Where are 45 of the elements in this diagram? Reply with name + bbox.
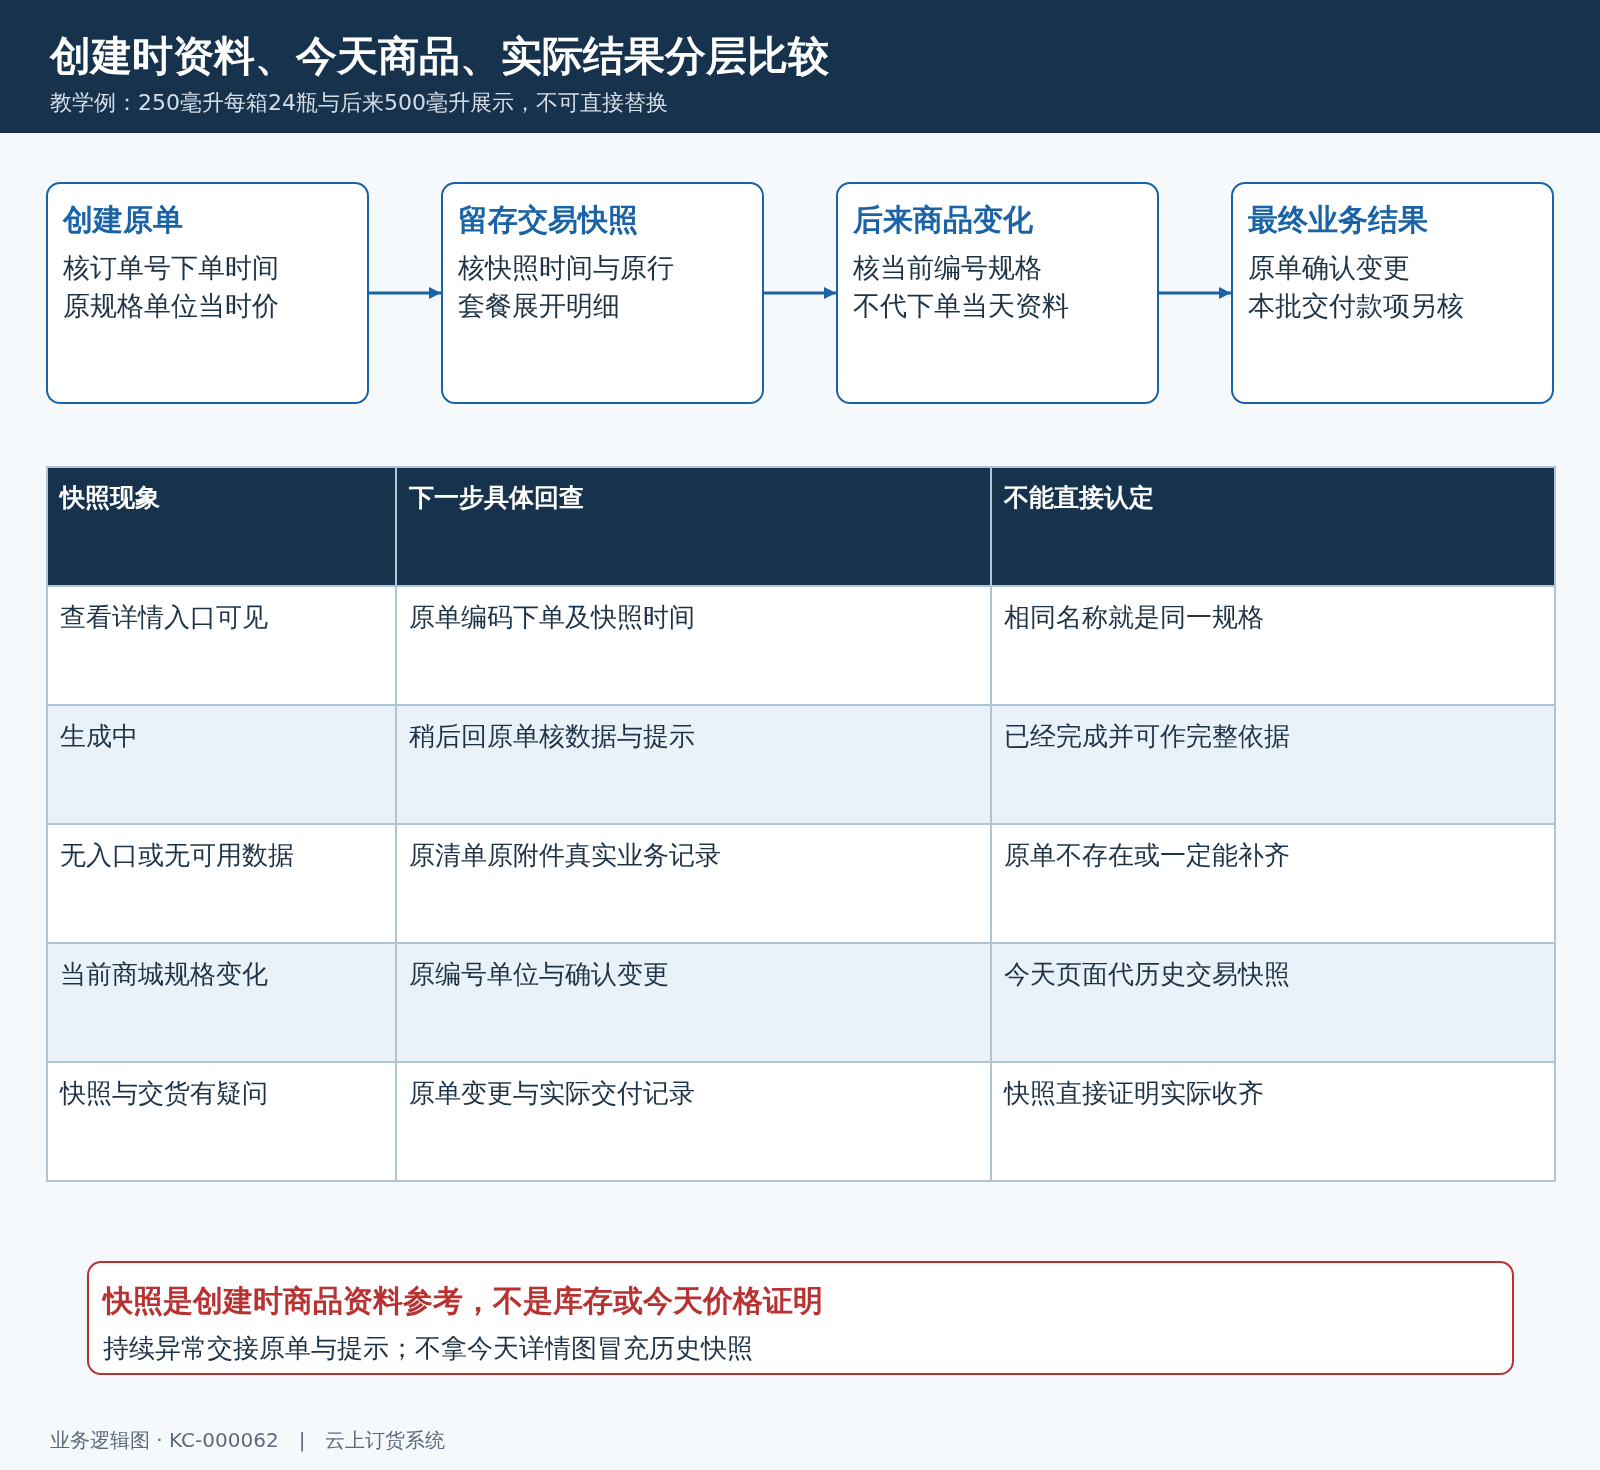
note-text: 持续异常交接原单与提示；不拿今天详情图冒充历史快照	[103, 1332, 753, 1365]
table-cell: 原单变更与实际交付记录	[396, 1062, 991, 1181]
step-text: 套餐展开明细	[458, 289, 620, 323]
step-title: 创建原单	[63, 201, 183, 239]
step-text: 核订单号下单时间	[63, 251, 279, 285]
process-box	[1231, 182, 1554, 404]
subtitle: 教学例：250毫升每箱24瓶与后来500毫升展示，不可直接替换	[50, 89, 668, 117]
footer-text: 业务逻辑图 · KC-000062	[50, 1427, 279, 1453]
table-cell: 快照直接证明实际收齐	[991, 1062, 1555, 1181]
table-cell: 已经完成并可作完整依据	[991, 705, 1555, 824]
step-text: 不代下单当天资料	[853, 289, 1069, 323]
table-cell: 原清单原附件真实业务记录	[396, 824, 991, 943]
table-cell: 无入口或无可用数据	[47, 824, 396, 943]
table-header-cell: 快照现象	[47, 467, 396, 586]
process-box	[441, 182, 764, 404]
table-header-cell: 不能直接认定	[991, 467, 1555, 586]
table-cell: 当前商城规格变化	[47, 943, 396, 1062]
table-cell: 快照与交货有疑问	[47, 1062, 396, 1181]
table-cell: 生成中	[47, 705, 396, 824]
arrow	[1159, 287, 1231, 299]
process-box	[836, 182, 1159, 404]
step-text: 原规格单位当时价	[63, 289, 279, 323]
table-header-cell: 下一步具体回查	[396, 467, 991, 586]
note-title: 快照是创建时商品资料参考，不是库存或今天价格证明	[103, 1283, 823, 1319]
step-text: 核当前编号规格	[853, 251, 1042, 285]
step-text: 原单确认变更	[1248, 251, 1410, 285]
table-cell: 查看详情入口可见	[47, 586, 396, 705]
table-cell: 稍后回原单核数据与提示	[396, 705, 991, 824]
table-cell: 原单不存在或一定能补齐	[991, 824, 1555, 943]
note-box	[87, 1261, 1514, 1375]
step-text: 核快照时间与原行	[458, 251, 674, 285]
table-cell: 原编号单位与确认变更	[396, 943, 991, 1062]
table-cell: 相同名称就是同一规格	[991, 586, 1555, 705]
title: 创建时资料、今天商品、实际结果分层比较	[50, 31, 829, 81]
table-cell: 今天页面代历史交易快照	[991, 943, 1555, 1062]
footer-text: 云上订货系统	[325, 1427, 446, 1453]
table-cell: 原单编码下单及快照时间	[396, 586, 991, 705]
process-box	[46, 182, 369, 404]
footer-separator: |	[298, 1427, 306, 1453]
step-title: 后来商品变化	[853, 201, 1033, 239]
step-title: 最终业务结果	[1248, 201, 1428, 239]
arrow	[764, 287, 836, 299]
step-text: 本批交付款项另核	[1248, 289, 1464, 323]
arrow	[369, 287, 441, 299]
step-title: 留存交易快照	[458, 201, 638, 239]
